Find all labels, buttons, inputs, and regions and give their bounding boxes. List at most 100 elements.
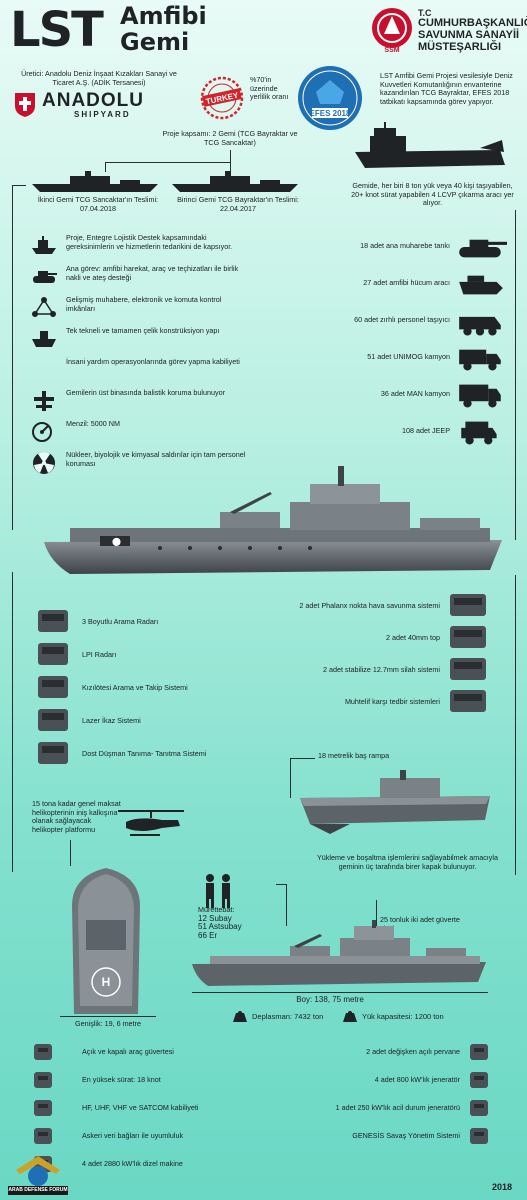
second-ship-delivery: İkinci Gemi TCG Sancaktar'ın Teslimi: 07… xyxy=(37,195,159,213)
list-item: Lazer İkaz Sistemi xyxy=(34,705,274,738)
ssm-tc: T.C xyxy=(418,8,432,18)
tank-icon xyxy=(30,265,58,294)
list-item: GENESİS Savaş Yönetim Sistemi xyxy=(270,1124,515,1152)
efes-text: LST Amfibi Gemi Projesi vesilesiyle Deni… xyxy=(380,71,513,106)
crew-nco: 51 Astsubay xyxy=(198,922,242,932)
list-item: Askeri veri bağları ile uyumluluk xyxy=(30,1124,270,1152)
ramp-text: 18 metrelik baş rampa xyxy=(318,751,390,760)
anadolu-logo-sub: SHIPYARD xyxy=(74,110,131,119)
efes-badge: EFES 2018 xyxy=(296,64,364,132)
logistics-ship-icon xyxy=(30,234,58,263)
anadolu-logo-text: ANADOLU xyxy=(42,90,144,111)
list-item: 2 adet 40mm top xyxy=(270,622,515,654)
speedometer-icon xyxy=(30,1068,56,1097)
list-item-label: 2 adet Phalanx nokta hava savunma sistem… xyxy=(299,601,440,610)
length-text: Boy: 138, 75 metre xyxy=(296,995,364,1004)
list-item-label: Tek tekneli ve tamamen çelik konstrüksiy… xyxy=(66,326,220,335)
list-item: 1 adet 250 kW'lık acil durum jeneratörü xyxy=(270,1096,515,1124)
svg-text:⬤: ⬤ xyxy=(112,537,121,546)
list-item-label: Açık ve kapalı araç güvertesi xyxy=(82,1047,174,1056)
list-item: 60 adet zırhlı personel taşıyıcı xyxy=(300,306,515,343)
vehicle-deck-icon xyxy=(30,1040,56,1069)
list-item: 36 adet MAN kamyon xyxy=(300,380,515,417)
list-item: 3 Boyutlu Arama Radarı xyxy=(34,606,274,639)
range-icon xyxy=(30,420,58,449)
list-item: 2 adet Phalanx nokta hava savunma sistem… xyxy=(270,590,515,622)
efes-badge-text: EFES 2018 xyxy=(310,109,351,118)
list-item-label: 36 adet MAN kamyon xyxy=(380,389,450,398)
lcvp-text: Gemide, her biri 8 ton yük veya 40 kişi … xyxy=(351,181,514,208)
list-item-label: Menzil: 5000 NM xyxy=(66,419,120,428)
list-item: Nükleer, biyolojik ve kimyasal saldırıla… xyxy=(30,449,250,480)
infrared-tracker-icon xyxy=(34,672,72,707)
list-item-label: Gelişmiş muhabere, elektronik ve komuta … xyxy=(66,295,222,313)
ssm-line1: CUMHURBAŞKANLIĞI xyxy=(418,17,527,29)
crew-enlisted: 66 Er xyxy=(198,930,218,940)
generator-icon xyxy=(466,1068,492,1097)
list-item: Açık ve kapalı araç güvertesi xyxy=(30,1040,270,1068)
list-item-label: 2 adet değişken açılı pervane xyxy=(366,1047,460,1056)
list-item-label: Proje, Entegre Lojistik Destek kapsamınd… xyxy=(66,233,233,251)
title-lst: LST xyxy=(10,2,104,58)
list-item-label: GENESİS Savaş Yönetim Sistemi xyxy=(352,1131,460,1140)
list-item: 51 adet UNIMOG kamyon xyxy=(300,343,515,380)
list-item-label: 2 adet stabilize 12.7mm silah sistemi xyxy=(322,665,440,674)
list-item-label: Ana görev: amfibi harekat, araç ve teçhi… xyxy=(66,264,239,282)
main-battle-tank-icon xyxy=(455,232,507,267)
list-item: 4 adet 800 kW'lık jeneratör xyxy=(270,1068,515,1096)
phalanx-icon xyxy=(446,590,490,625)
list-item-label: 4 adet 800 kW'lık jeneratör xyxy=(374,1075,460,1084)
40mm-gun-icon xyxy=(446,622,490,657)
displacement-text: Deplasman: 7432 ton xyxy=(252,1012,324,1021)
ssm-line3: MÜSTEŞARLIĞI xyxy=(418,41,502,53)
list-item: En yüksek sürat: 18 knot xyxy=(30,1068,270,1096)
list-item-label: 3 Boyutlu Arama Radarı xyxy=(82,617,159,626)
weight-icon xyxy=(233,1011,247,1022)
ssm-line2: SAVUNMA SANAYİİ xyxy=(418,29,520,41)
watermark-logo: ARAB DEFENSE FORUM xyxy=(6,1148,70,1196)
project-scope: Proje kapsamı: 2 Gemi (TCG Bayraktar ve … xyxy=(162,129,298,147)
turkey-stamp: TURKEY xyxy=(200,76,244,120)
list-item-label: 4 adet 2880 kW'lık dizel makine xyxy=(82,1159,183,1168)
list-item-label: 108 adet JEEP xyxy=(402,426,450,435)
apc-icon xyxy=(455,306,507,341)
list-item: Kızılötesi Arama ve Takip Sistemi xyxy=(34,672,274,705)
list-item-label: 1 adet 250 kW'lık acil durum jeneratörü xyxy=(335,1103,460,1112)
unimog-truck-icon xyxy=(455,343,507,378)
list-item: Proje, Entegre Lojistik Destek kapsamınd… xyxy=(30,232,250,263)
laser-warning-icon xyxy=(34,705,72,740)
lpi-radar-icon xyxy=(34,639,72,674)
footer-year: 2018 xyxy=(492,1182,513,1192)
displacement-block: Deplasman: 7432 ton xyxy=(232,1010,362,1024)
list-item: 2 adet stabilize 12.7mm silah sistemi xyxy=(270,654,515,686)
list-item-label: 51 adet UNIMOG kamyon xyxy=(367,352,450,361)
ssm-logo-text: SSM xyxy=(384,47,399,54)
list-item: Ana görev: amfibi harekat, araç ve teçhi… xyxy=(30,263,250,294)
list-item: Tek tekneli ve tamamen çelik konstrüksiy… xyxy=(30,325,250,356)
watermark-text: ARAB DEFENSE FORUM xyxy=(8,1187,68,1193)
ship-sancaktar-image xyxy=(30,170,160,194)
jeep-icon xyxy=(455,417,507,452)
title-amfibi: Amfibi xyxy=(120,2,207,30)
ship-bayraktar-image xyxy=(170,170,300,194)
data-link-icon xyxy=(30,1124,56,1153)
list-item: Gelişmiş muhabere, elektronik ve komuta … xyxy=(30,294,250,325)
list-item: HF, UHF, VHF ve SATCOM kabiliyeti xyxy=(30,1096,270,1124)
producer-text: Üretici: Anadolu Deniz İnşaat Kızakları … xyxy=(21,69,177,87)
list-item-label: Muhtelif karşı tedbir sistemleri xyxy=(344,697,440,706)
list-item-label: Nükleer, biyolojik ve kimyasal saldırıla… xyxy=(66,450,246,468)
crew-officers: 12 Subay xyxy=(198,913,232,923)
crew-icon xyxy=(200,872,236,908)
ship-rear-view xyxy=(290,768,500,838)
satcom-icon xyxy=(30,1096,56,1125)
list-item-label: İnsani yardım operasyonlarında görev yap… xyxy=(66,357,240,366)
list-item-label: HF, UHF, VHF ve SATCOM kabiliyeti xyxy=(82,1103,199,1112)
weight-icon xyxy=(343,1011,357,1022)
lcvp-image xyxy=(350,120,510,175)
crew-title: Mürettebat: xyxy=(198,905,235,914)
list-item: 108 adet JEEP xyxy=(300,417,515,454)
emergency-generator-icon xyxy=(466,1096,492,1125)
list-item: 2 adet değişken açılı pervane xyxy=(270,1040,515,1068)
list-item: Muhtelif karşı tedbir sistemleri xyxy=(270,686,515,718)
list-item-label: Lazer İkaz Sistemi xyxy=(82,716,141,725)
